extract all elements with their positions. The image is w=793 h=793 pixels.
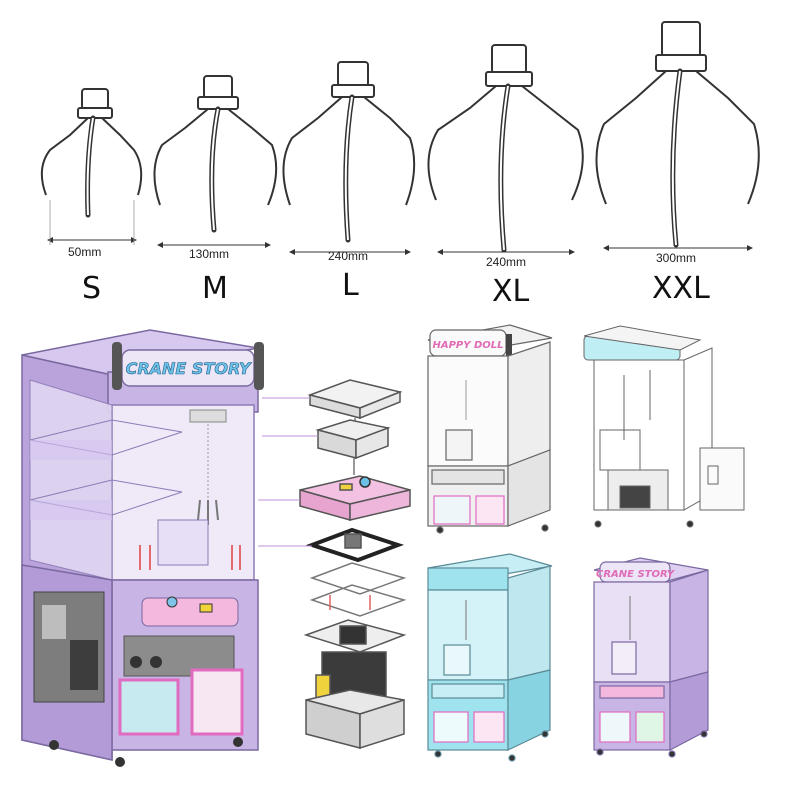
claw-m	[153, 75, 278, 233]
frame-machine	[583, 325, 745, 528]
claw-xl-width: 240mm	[486, 255, 526, 269]
main-purple-machine: CRANE STORY	[21, 329, 264, 767]
main-marquee-text: CRANE STORY	[126, 359, 252, 378]
claw-m-label: M	[202, 271, 228, 306]
cyan-machine	[427, 553, 553, 762]
small-purple-machine: CRANE STORY	[593, 557, 709, 758]
claw-xl	[427, 44, 584, 253]
leader-lines	[258, 397, 318, 547]
small-marquee-text: CRANE STORY	[596, 569, 676, 580]
white-machine: HAPPY DOLL	[427, 324, 553, 534]
claw-xxl-width: 300mm	[656, 251, 696, 265]
claw-m-width: 130mm	[189, 247, 229, 261]
claw-l-label: L	[342, 268, 359, 303]
claw-l	[282, 61, 416, 243]
claw-xl-label: XL	[492, 274, 530, 309]
claw-l-width: 240mm	[328, 249, 368, 263]
claw-xxl	[595, 21, 760, 248]
exploded-parts	[299, 379, 411, 750]
claw-xxl-label: XXL	[652, 271, 710, 306]
claw-s	[40, 88, 143, 218]
claw-s-width: 50mm	[68, 245, 101, 259]
white-marquee-text: HAPPY DOLL	[432, 340, 503, 351]
claw-s-label: S	[82, 271, 101, 306]
